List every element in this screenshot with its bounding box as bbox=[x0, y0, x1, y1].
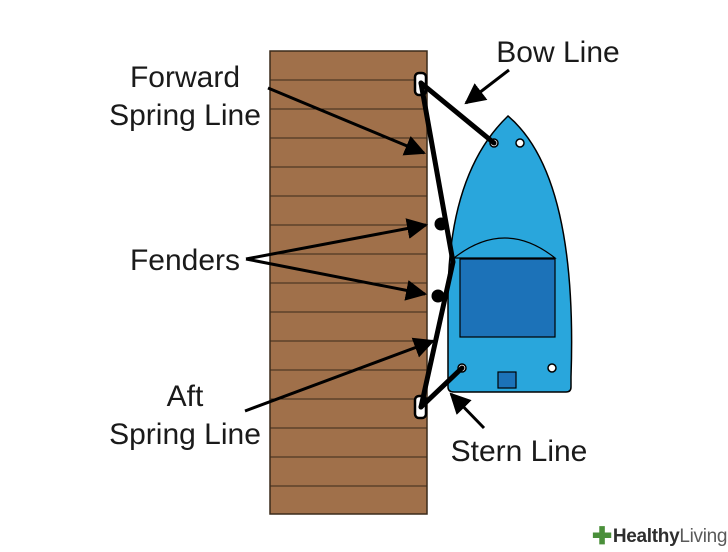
callout-arrows bbox=[244, 68, 510, 430]
stern-line-rope bbox=[418, 365, 465, 410]
bow-line-label: Bow Line bbox=[496, 36, 619, 69]
fender-lower bbox=[431, 289, 445, 303]
aft-spring-line-label-line1: Aft bbox=[167, 380, 204, 413]
stern-line-arrow bbox=[449, 392, 486, 430]
mooring-ropes bbox=[418, 80, 497, 410]
watermark-text-living: Living bbox=[679, 526, 728, 547]
aft-spring-line-label-line2: Spring Line bbox=[109, 418, 261, 451]
health-cross-icon: ✚ bbox=[592, 523, 612, 550]
dock bbox=[269, 50, 428, 515]
healthy-living-watermark: ✚ Healthy Living bbox=[592, 523, 728, 550]
fenders-label: Fenders bbox=[130, 244, 240, 277]
watermark-text-healthy: Healthy bbox=[612, 526, 680, 547]
bow-line-arrow bbox=[464, 68, 510, 105]
spring-lines-rope bbox=[418, 80, 456, 410]
dock-plank-lines bbox=[270, 79, 427, 487]
forward-spring-line-label-line1: Forward bbox=[130, 61, 240, 94]
bow-cleat-starboard bbox=[515, 138, 525, 148]
bow-line-rope bbox=[418, 80, 497, 146]
stern-cleat-starboard bbox=[547, 363, 557, 373]
forward-spring-line-arrow bbox=[267, 86, 426, 156]
stern-line-label: Stern Line bbox=[451, 435, 588, 468]
fender-lower-arrow bbox=[245, 257, 428, 301]
fender-upper-arrow bbox=[245, 218, 429, 261]
boat-cabin bbox=[459, 258, 556, 338]
aft-spring-line-arrow bbox=[244, 337, 435, 413]
fender-upper bbox=[434, 217, 448, 231]
boat-outboard-motor bbox=[497, 371, 517, 389]
boat-windshield bbox=[452, 237, 557, 259]
boat bbox=[447, 114, 573, 393]
forward-spring-line-label-line2: Spring Line bbox=[109, 99, 261, 132]
